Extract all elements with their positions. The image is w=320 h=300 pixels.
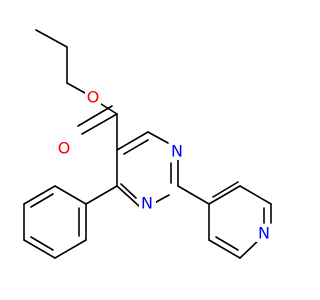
bond-ethyl-1 [35, 29, 68, 48]
bond-pyrimidine-5-inner [120, 183, 137, 199]
bond-phenyl-2 [23, 185, 56, 205]
bond-pyridine-5 [208, 239, 241, 259]
atom-label-ester-oxygen: O [87, 88, 100, 107]
bond-phenyl-link [85, 185, 118, 205]
bond-pyrimidine-1-inner [123, 139, 149, 155]
bond-pyrimidine-5 [116, 185, 140, 207]
atom-label-pyrimidine-nitrogen-bottom: N [141, 194, 153, 213]
bond-phenyl-2-inner [30, 193, 54, 208]
atom-label-pyridine-nitrogen: N [258, 224, 270, 243]
atom-label-pyrimidine-nitrogen-top: N [171, 142, 183, 161]
bond-carbonyl-1 [81, 113, 118, 135]
bond-pyridine-5-inner [215, 236, 239, 251]
molecule-diagram: O O N N N [23, 29, 273, 259]
bond-pyridine-link [177, 185, 210, 205]
bond-pyridine-1-inner [212, 181, 239, 198]
bond-ester-oxygen-carbon [100, 103, 118, 115]
atom-pyrimidine-nitrogen-bottom: N [139, 194, 156, 213]
bond-pyridine-1 [208, 185, 241, 205]
structure-svg: O O N N N [23, 29, 273, 259]
bond-ethyl-ester-oxygen [66, 82, 86, 94]
bond-phenyl-5 [54, 239, 87, 259]
bond-phenyl-4-inner [30, 236, 54, 251]
bond-pyrimidine-2 [147, 131, 169, 144]
atom-pyrimidine-nitrogen-top: N [169, 142, 186, 161]
bond-pyrimidine-1 [116, 131, 149, 151]
bond-carbonyl-2 [77, 105, 113, 127]
atom-pyridine-nitrogen: N [256, 224, 273, 243]
bond-phenyl-1 [54, 185, 87, 205]
atom-ester-oxygen: O [85, 88, 101, 107]
bond-pyridine-2 [239, 185, 272, 205]
atom-label-carbonyl-oxygen: O [58, 139, 71, 158]
bond-phenyl-4 [23, 239, 56, 259]
atom-carbonyl-oxygen: O [56, 139, 72, 158]
